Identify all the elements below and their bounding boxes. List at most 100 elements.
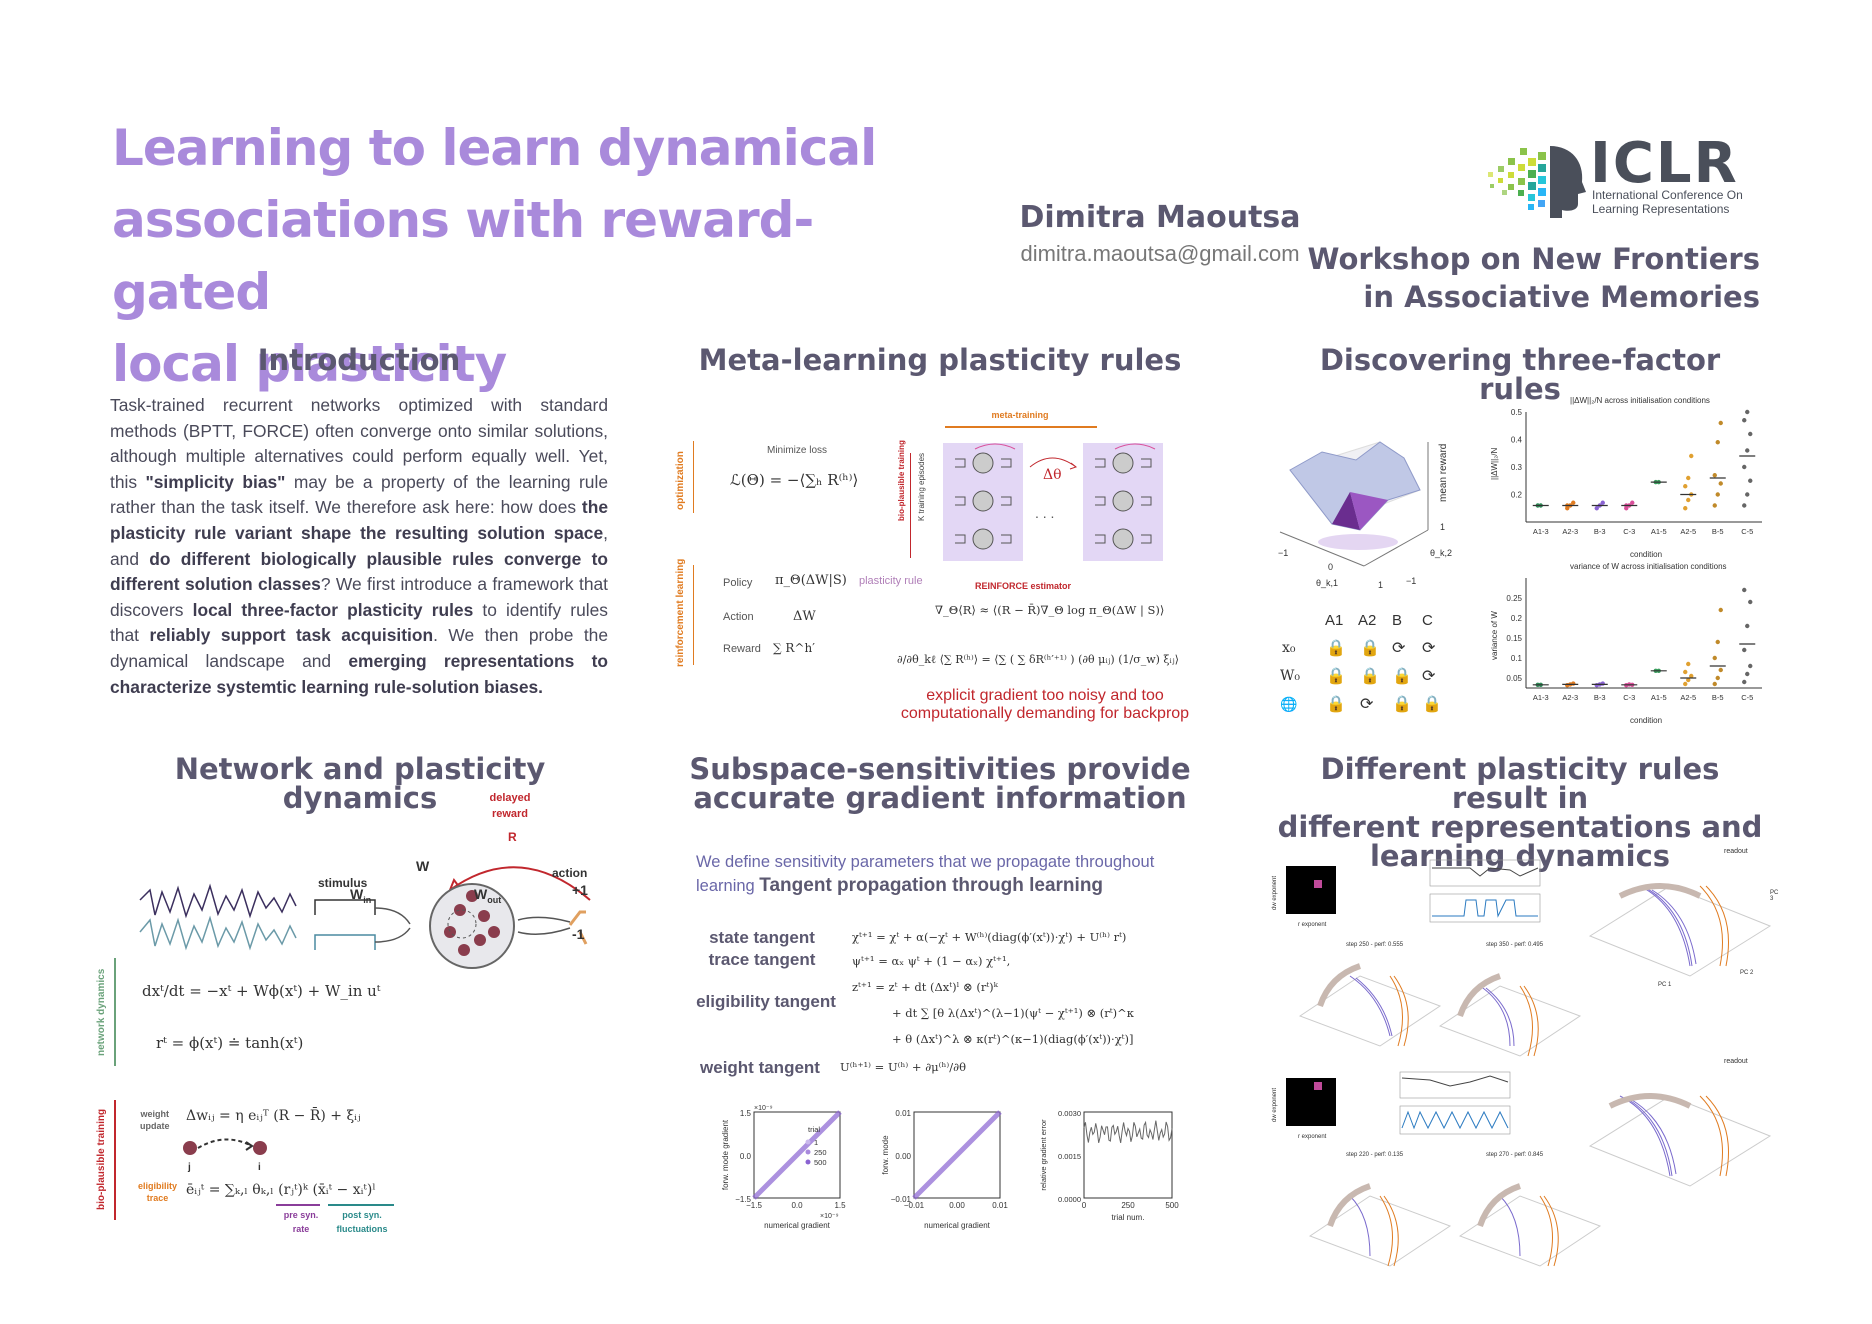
discovering-panel: mean reward −1 0 1 1 −1 θ_k,1 θ_k,2 A1 A… [1270,390,1770,730]
x-tick-label: A2-3 [1562,527,1578,536]
stimulus-label: stimulus [318,876,368,890]
data-point [1748,431,1753,437]
data-point [1718,607,1723,613]
data-point [1712,503,1717,508]
weight-update-equation: Δwᵢⱼ = η eᵢⱼᵀ (R − R̄) + ξᵢⱼ [186,1108,361,1124]
heading-different-rules: Different plasticity rules result in dif… [1270,755,1770,871]
state-tangent-label: state tangent [709,928,815,947]
surface-x-label: θ_k,1 [1316,578,1339,588]
heading-subspace: Subspace-sensitivities provide accurate … [680,755,1200,813]
init-table-col-a1: A1 [1325,612,1344,629]
reinforce-equation: ∇_Θ⟨R⟩ ≈ ⟨(R − R̄)∇_Θ log π_Θ(ΔW | S)⟩ [935,603,1165,617]
variance-chart-ylabel: variance of W [1490,611,1499,660]
x-axis-label: trial num. [1112,1213,1145,1222]
ellipsis: . . . [1035,505,1055,521]
scale-label: ×10⁻⁹ [820,1213,839,1220]
data-point [1571,500,1576,505]
iclr-head-icon [1488,146,1586,218]
surface-y-tick-pos: 1 [1440,522,1446,532]
data-point [1712,681,1717,687]
data-point [1689,673,1694,679]
iclr-logo: ICLR International Conference On Learnin… [1480,131,1760,218]
note-noisy-gradient: explicit gradient too noisy and too comp… [875,687,1215,723]
diagonal-points [912,1110,1002,1200]
rl-divider [693,565,694,665]
x-tick-label: B-5 [1712,527,1724,536]
weight-tangent-label: weight tangent [700,1058,820,1077]
data-point [1742,503,1747,508]
subspace-intro-text: learning [696,877,760,895]
note-line-2: computationally demanding for backprop [900,705,1190,722]
policy-equation: π_Θ(ΔW|S) [775,573,847,588]
x-tick-label: 0 [1082,1201,1087,1210]
intro-bold-6: emerging representations to characterize… [110,650,608,697]
subspace-intro-line-2: learning Tangent propagation through lea… [696,874,1216,898]
y-tick-label: −1.5 [735,1195,751,1204]
intro-text-4: ? We first introduce a framework that di… [110,574,608,620]
intro-bold-5: reliably support task acquisition [149,625,434,646]
x-tick-label: A1-3 [1533,693,1549,702]
data-point [1630,500,1635,505]
data-point [1718,420,1723,426]
norm-chart-title: ||ΔW||₂/N across initialisation conditio… [1570,396,1710,405]
init-table: A1 A2 B C x₀ W₀ 🌐 🔒 🔒 ⟳ ⟳ 🔒 🔒 🔒 ⟳ 🔒 ⟳ 🔒 … [1270,612,1442,722]
data-point [1594,506,1599,511]
intro-bold-1: "simplicity bias" [145,471,286,492]
plasticity-rule-label: plasticity rule [859,575,923,587]
author-email[interactable]: dimitra.maoutsa@gmail.com [1020,241,1300,266]
pre-syn-underline [276,1204,320,1206]
legend-label: 500 [814,1158,827,1167]
data-point [1600,500,1605,505]
y-tick-label: −0.01 [891,1195,912,1204]
y-tick-label: 0.0 [740,1152,752,1161]
workshop-line-2: in Associative Memories [1363,280,1760,314]
loss-equation: ℒ(Θ) = −⟨∑ₕ R⁽ʰ⁾⟩ [730,471,859,489]
data-point [1715,639,1720,645]
y-tick-label: 0.01 [895,1109,911,1118]
synapse-diagram [183,1138,267,1155]
x-tick-label: 0.01 [992,1201,1008,1210]
refresh-icon: ⟳ [1422,666,1436,685]
heatmap-2-xlabel: r exponent [1298,1134,1327,1140]
x-tick-label: C-3 [1623,693,1635,702]
legend-marker [805,1159,811,1165]
lock-icon: 🔒 [1392,694,1412,713]
title-line-2: associations with reward-gated [112,191,814,321]
y-tick-label: 0.5 [1511,408,1523,417]
data-point [1742,418,1747,423]
data-point [1745,492,1750,497]
reward-label: Reward [723,643,761,655]
reinforce-label: REINFORCE estimator [975,581,1072,591]
init-row-globe-icon: 🌐 [1280,696,1298,712]
title-line-1: Learning to learn dynamical [112,119,877,177]
gradient-equation: ∂/∂θ_kℓ ⟨∑ R⁽ʰ⁾⟩ = ⟨∑ ( ∑ δR⁽ʰ′⁺¹⁾ ) (∂θ… [897,653,1179,666]
data-point [1712,655,1717,661]
poster-title: Learning to learn dynamical associations… [112,112,912,400]
data-point [1715,440,1720,445]
bio-divider [114,1100,116,1220]
data-point [1742,647,1747,653]
readout-legend-2: readout [1724,1058,1748,1065]
neuron-j-label: j [188,1162,191,1173]
network-diagram [139,866,591,969]
diagonal-points [752,1110,842,1200]
data-point [1745,409,1750,415]
data-point [1745,671,1750,677]
workshop-line-1: Workshop on New Frontiers [1307,242,1760,276]
y-tick-label: 0.1 [1511,654,1523,663]
heading-network: Network and plasticity dynamics [174,752,546,815]
rate-label: rate [292,1224,310,1234]
init-table-col-b: B [1392,612,1403,629]
eligibility-equation: ēᵢⱼᵗ = ∑ₖ,ₗ θₖ,ₗ (rⱼᵗ)ᵏ (x̄ᵢᵗ − xᵢᵗ)ˡ [186,1182,376,1198]
x-tick-label: 500 [1165,1201,1179,1210]
network-dynamics-vlabel: network dynamics [96,968,107,1056]
plot-frame [753,1111,841,1199]
optimization-divider [693,441,694,513]
heatmap-2-ylabel: dw exponent [1272,1087,1278,1122]
data-point [1718,481,1723,486]
x-tick-label: A1-5 [1651,693,1667,702]
x-tick-label: 0.00 [949,1201,965,1210]
intro-text-3: , and [110,522,608,569]
iclr-wordmark: ICLR [1590,131,1739,196]
